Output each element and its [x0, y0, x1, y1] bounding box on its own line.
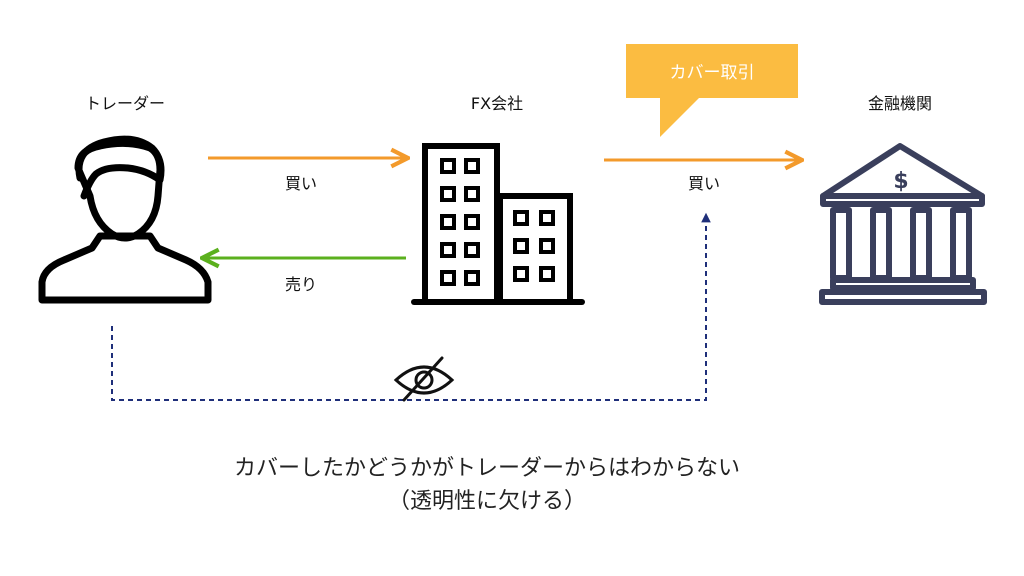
arrow-buy-label-1: 買い: [285, 174, 317, 193]
trader-label: トレーダー: [85, 94, 165, 113]
cover-trade-callout: カバー取引: [626, 44, 798, 137]
bank-label: 金融機関: [868, 94, 932, 113]
arrow-buy-label-2: 買い: [688, 174, 720, 193]
bank-icon: $: [819, 143, 987, 305]
person-icon: [38, 135, 212, 304]
office-building-icon: [411, 143, 585, 305]
callout-text: カバー取引: [670, 63, 755, 83]
hidden-cover-link: [111, 212, 711, 401]
eye-slash-icon: [390, 356, 460, 402]
caption-line-2: （透明性に欠ける）: [388, 489, 586, 514]
fx-company-label: FX会社: [471, 94, 523, 113]
caption-line-1: カバーしたかどうかがトレーダーからはわからない: [234, 456, 740, 481]
dollar-sign-glyph: $: [893, 169, 908, 194]
arrow-sell-label: 売り: [285, 275, 317, 294]
